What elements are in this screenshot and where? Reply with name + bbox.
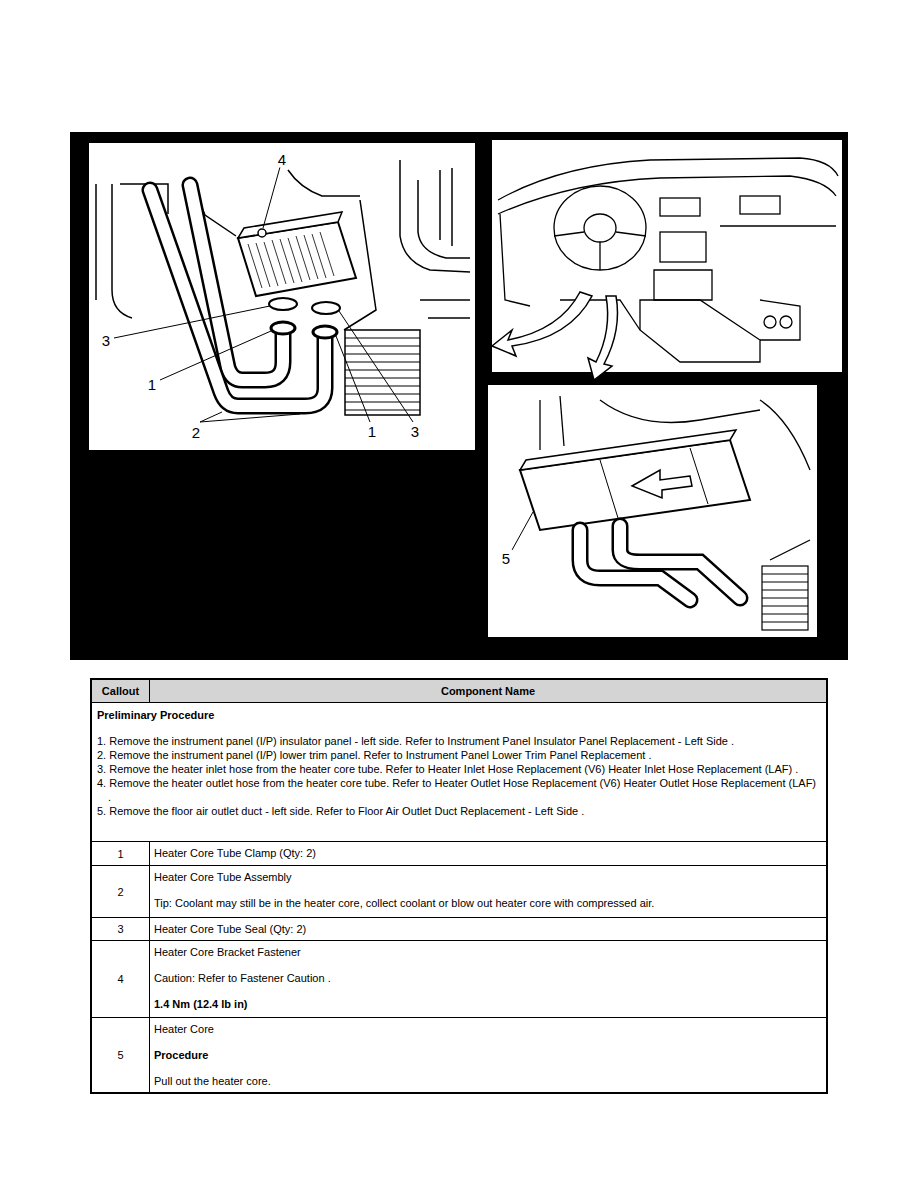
table-cell: Component Name: [150, 680, 826, 702]
callout-number: 4: [276, 151, 288, 168]
table-cell-text: Heater Core Tube Clamp (Qty: 2): [154, 846, 822, 860]
callout-number: 1: [366, 423, 378, 440]
table-cell: Heater Core Bracket FastenerCaution: Ref…: [150, 941, 826, 1017]
callout-wrap: 4: [276, 151, 288, 168]
table-row: 3 Heater Core Tube Seal (Qty: 2): [92, 917, 826, 940]
callout-number: 2: [190, 424, 202, 441]
table-cell-text: Heater Core: [154, 1022, 822, 1036]
table-cell-text: Tip: Coolant may still be in the heater …: [154, 896, 822, 910]
table-cell-text: Heater Core Tube Seal (Qty: 2): [154, 922, 822, 936]
table-cell-text: 1.4 Nm (12.4 lb in): [154, 997, 822, 1011]
table-row: Callout Component Name: [92, 680, 826, 702]
table-cell-text: Callout: [102, 684, 139, 698]
table-cell-text: Heater Core Bracket Fastener: [154, 945, 822, 959]
callout-wrap: 3: [100, 332, 112, 349]
component-table: Callout Component NamePreliminary Procedu…: [90, 678, 828, 1094]
table-cell-text: Procedure: [154, 1048, 822, 1062]
illustration-ground: [70, 132, 848, 660]
table-cell: 1: [92, 842, 150, 865]
table-cell: Heater Core Tube AssemblyTip: Coolant ma…: [150, 866, 826, 917]
callout-number: 3: [409, 423, 421, 440]
callout-wrap: 1: [366, 423, 378, 440]
table-cell: Heater CoreProcedurePull out the heater …: [150, 1018, 826, 1092]
table-cell-text: 4: [117, 972, 123, 986]
table-cell: 4: [92, 941, 150, 1017]
table-cell-text: 3: [117, 922, 123, 936]
table-cell-text: Heater Core Tube Assembly: [154, 870, 822, 884]
table-cell: Callout: [92, 680, 150, 702]
table-cell-text: 2: [117, 885, 123, 899]
callout-number: 5: [500, 550, 512, 567]
table-cell: 2: [92, 866, 150, 917]
dashboard-overview: [492, 140, 842, 380]
table-cell-text: 1: [117, 847, 123, 861]
callout-wrap: 1: [146, 376, 158, 393]
table-row: 1 Heater Core Tube Clamp (Qty: 2): [92, 841, 826, 865]
callout-wrap: 5: [500, 550, 512, 567]
callout-wrap: 2: [190, 424, 202, 441]
table-cell: Preliminary Procedure 1. Remove the instr…: [92, 703, 826, 841]
heater-core-removal-view: [487, 384, 818, 638]
table-cell-text: 2. Remove the instrument panel (I/P) low…: [97, 748, 821, 762]
table-cell-text: Component Name: [154, 684, 822, 698]
table-row: 4 Heater Core Bracket FastenerCaution: Re…: [92, 940, 826, 1017]
table-cell-text: 5: [117, 1048, 123, 1062]
table-cell-text: 3. Remove the heater inlet hose from the…: [97, 762, 821, 776]
table-cell-text: 4. Remove the heater outlet hose from th…: [97, 776, 821, 804]
table-cell: 3: [92, 918, 150, 940]
table-cell-text: 5. Remove the floor air outlet duct - le…: [97, 804, 821, 818]
callout-wrap: 3: [409, 423, 421, 440]
table-cell: 5: [92, 1018, 150, 1092]
table-row: 2 Heater Core Tube AssemblyTip: Coolant m…: [92, 865, 826, 917]
table-cell-text: 1. Remove the instrument panel (I/P) ins…: [97, 734, 821, 748]
table-cell-text: Caution: Refer to Fastener Caution .: [154, 971, 822, 985]
callout-number: 1: [146, 376, 158, 393]
table-row: Preliminary Procedure 1. Remove the instr…: [92, 702, 826, 841]
table-cell: Heater Core Tube Seal (Qty: 2): [150, 918, 826, 940]
table-cell-text: Pull out the heater core.: [154, 1074, 822, 1088]
table-cell-text: Preliminary Procedure: [97, 708, 821, 722]
table-cell: Heater Core Tube Clamp (Qty: 2): [150, 842, 826, 865]
callout-number: 3: [100, 332, 112, 349]
tube-detail-view: [88, 142, 476, 451]
table-row: 5 Heater CoreProcedurePull out the heater…: [92, 1017, 826, 1092]
